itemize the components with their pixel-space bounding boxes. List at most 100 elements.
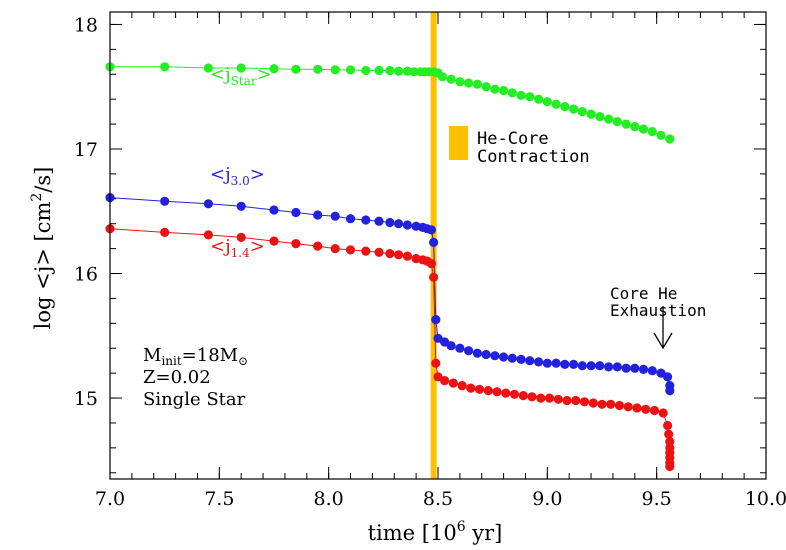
data-point-star bbox=[516, 90, 526, 100]
data-point-star bbox=[455, 77, 465, 87]
single-star-label: Single Star bbox=[143, 389, 246, 410]
data-point-j30 bbox=[534, 357, 544, 367]
data-point-star bbox=[160, 62, 170, 72]
x-tick-label: 8.0 bbox=[314, 488, 344, 510]
data-point-star bbox=[330, 65, 340, 75]
data-point-star bbox=[507, 88, 517, 98]
data-point-j14 bbox=[571, 395, 581, 406]
x-axis-label-main: time [10 bbox=[368, 521, 457, 545]
data-point-j30 bbox=[402, 220, 412, 230]
data-point-j30 bbox=[663, 372, 673, 382]
data-point-j30 bbox=[160, 196, 170, 206]
data-point-j14 bbox=[431, 358, 441, 368]
data-point-j14 bbox=[402, 251, 412, 261]
series-label-j14-tail: > bbox=[250, 236, 265, 257]
data-point-star bbox=[621, 119, 631, 129]
data-point-j14 bbox=[457, 381, 467, 391]
x-tick-label: 9.5 bbox=[642, 488, 672, 510]
data-point-j30 bbox=[394, 219, 404, 229]
data-point-star bbox=[446, 74, 456, 84]
data-point-j30 bbox=[516, 354, 526, 364]
data-point-j14 bbox=[606, 399, 616, 409]
data-point-j14 bbox=[544, 393, 555, 403]
data-point-j30 bbox=[647, 366, 657, 376]
sun-symbol: ⊙ bbox=[238, 354, 248, 368]
data-point-j30 bbox=[569, 359, 579, 369]
data-point-j14 bbox=[588, 398, 598, 408]
data-point-j14 bbox=[429, 272, 439, 282]
data-point-j14 bbox=[313, 241, 323, 251]
data-point-j14 bbox=[527, 392, 537, 402]
plot-frame bbox=[109, 11, 767, 480]
data-point-star bbox=[638, 124, 649, 134]
series-label-j30-main: <j bbox=[210, 164, 231, 185]
data-point-j14 bbox=[649, 405, 660, 416]
data-point-j14 bbox=[665, 461, 675, 472]
minit-tail: =18M bbox=[182, 345, 238, 366]
data-point-star bbox=[236, 63, 246, 73]
data-point-j14 bbox=[623, 402, 633, 412]
data-point-j30 bbox=[426, 225, 436, 235]
data-point-j14 bbox=[597, 399, 607, 409]
data-point-star bbox=[203, 63, 213, 73]
data-point-star bbox=[551, 99, 561, 109]
data-point-j30 bbox=[525, 356, 535, 366]
data-point-j30 bbox=[269, 205, 279, 215]
data-point-j14 bbox=[203, 230, 213, 240]
data-point-star bbox=[481, 82, 491, 92]
data-point-j14 bbox=[509, 389, 520, 399]
data-point-j14 bbox=[501, 388, 511, 398]
data-point-j14 bbox=[474, 384, 485, 394]
data-point-star bbox=[656, 130, 666, 140]
data-point-j14 bbox=[658, 408, 668, 418]
data-point-j14 bbox=[641, 404, 651, 414]
data-point-j30 bbox=[374, 216, 384, 226]
data-point-j30 bbox=[499, 352, 509, 362]
core-he-label-line2: Exhaustion bbox=[610, 301, 706, 320]
data-point-star bbox=[665, 134, 675, 144]
data-point-star bbox=[560, 102, 570, 112]
series-points bbox=[105, 62, 675, 472]
data-point-star bbox=[630, 122, 640, 132]
data-point-star bbox=[374, 65, 384, 76]
data-point-star bbox=[409, 67, 419, 77]
data-point-star bbox=[385, 65, 395, 76]
minit-sub: init bbox=[161, 354, 181, 368]
data-point-j30 bbox=[361, 215, 371, 225]
data-point-j14 bbox=[269, 236, 279, 246]
data-point-j30 bbox=[313, 210, 323, 220]
data-point-j30 bbox=[385, 217, 395, 228]
x-axis-label-tail: yr] bbox=[466, 521, 503, 545]
minit-main: M bbox=[143, 345, 161, 366]
minit-label: Minit=18M⊙ bbox=[143, 345, 248, 368]
data-point-j30 bbox=[595, 361, 605, 371]
series-label-j30-sub: 3.0 bbox=[231, 174, 250, 188]
he-core-label-line2: Contraction bbox=[477, 147, 590, 167]
series-label-j30-tail: > bbox=[250, 164, 265, 185]
data-point-j14 bbox=[330, 244, 340, 254]
data-point-j30 bbox=[586, 361, 596, 371]
data-point-j30 bbox=[203, 199, 213, 209]
data-point-j14 bbox=[665, 437, 675, 447]
data-point-star bbox=[586, 109, 596, 119]
data-point-star bbox=[394, 66, 404, 76]
data-point-j30 bbox=[236, 201, 246, 211]
x-axis-label-exp: 6 bbox=[457, 519, 466, 535]
y-tick-label: 15 bbox=[74, 388, 98, 410]
y-axis-label-tail: /s] bbox=[31, 167, 55, 193]
data-point-j30 bbox=[638, 364, 649, 374]
data-point-j30 bbox=[481, 349, 491, 360]
data-point-star bbox=[577, 107, 587, 117]
data-point-j14 bbox=[385, 249, 395, 259]
data-point-star bbox=[361, 65, 371, 76]
data-point-j30 bbox=[472, 348, 482, 358]
data-point-j30 bbox=[507, 353, 517, 363]
data-point-j14 bbox=[236, 232, 246, 242]
data-point-star bbox=[569, 104, 579, 114]
series-label-star-sub: Star bbox=[231, 74, 257, 88]
y-tick-label: 16 bbox=[74, 264, 98, 286]
y-tick-label: 18 bbox=[74, 14, 98, 36]
core-he-arrow bbox=[653, 306, 673, 350]
series-line-star bbox=[110, 66, 670, 140]
